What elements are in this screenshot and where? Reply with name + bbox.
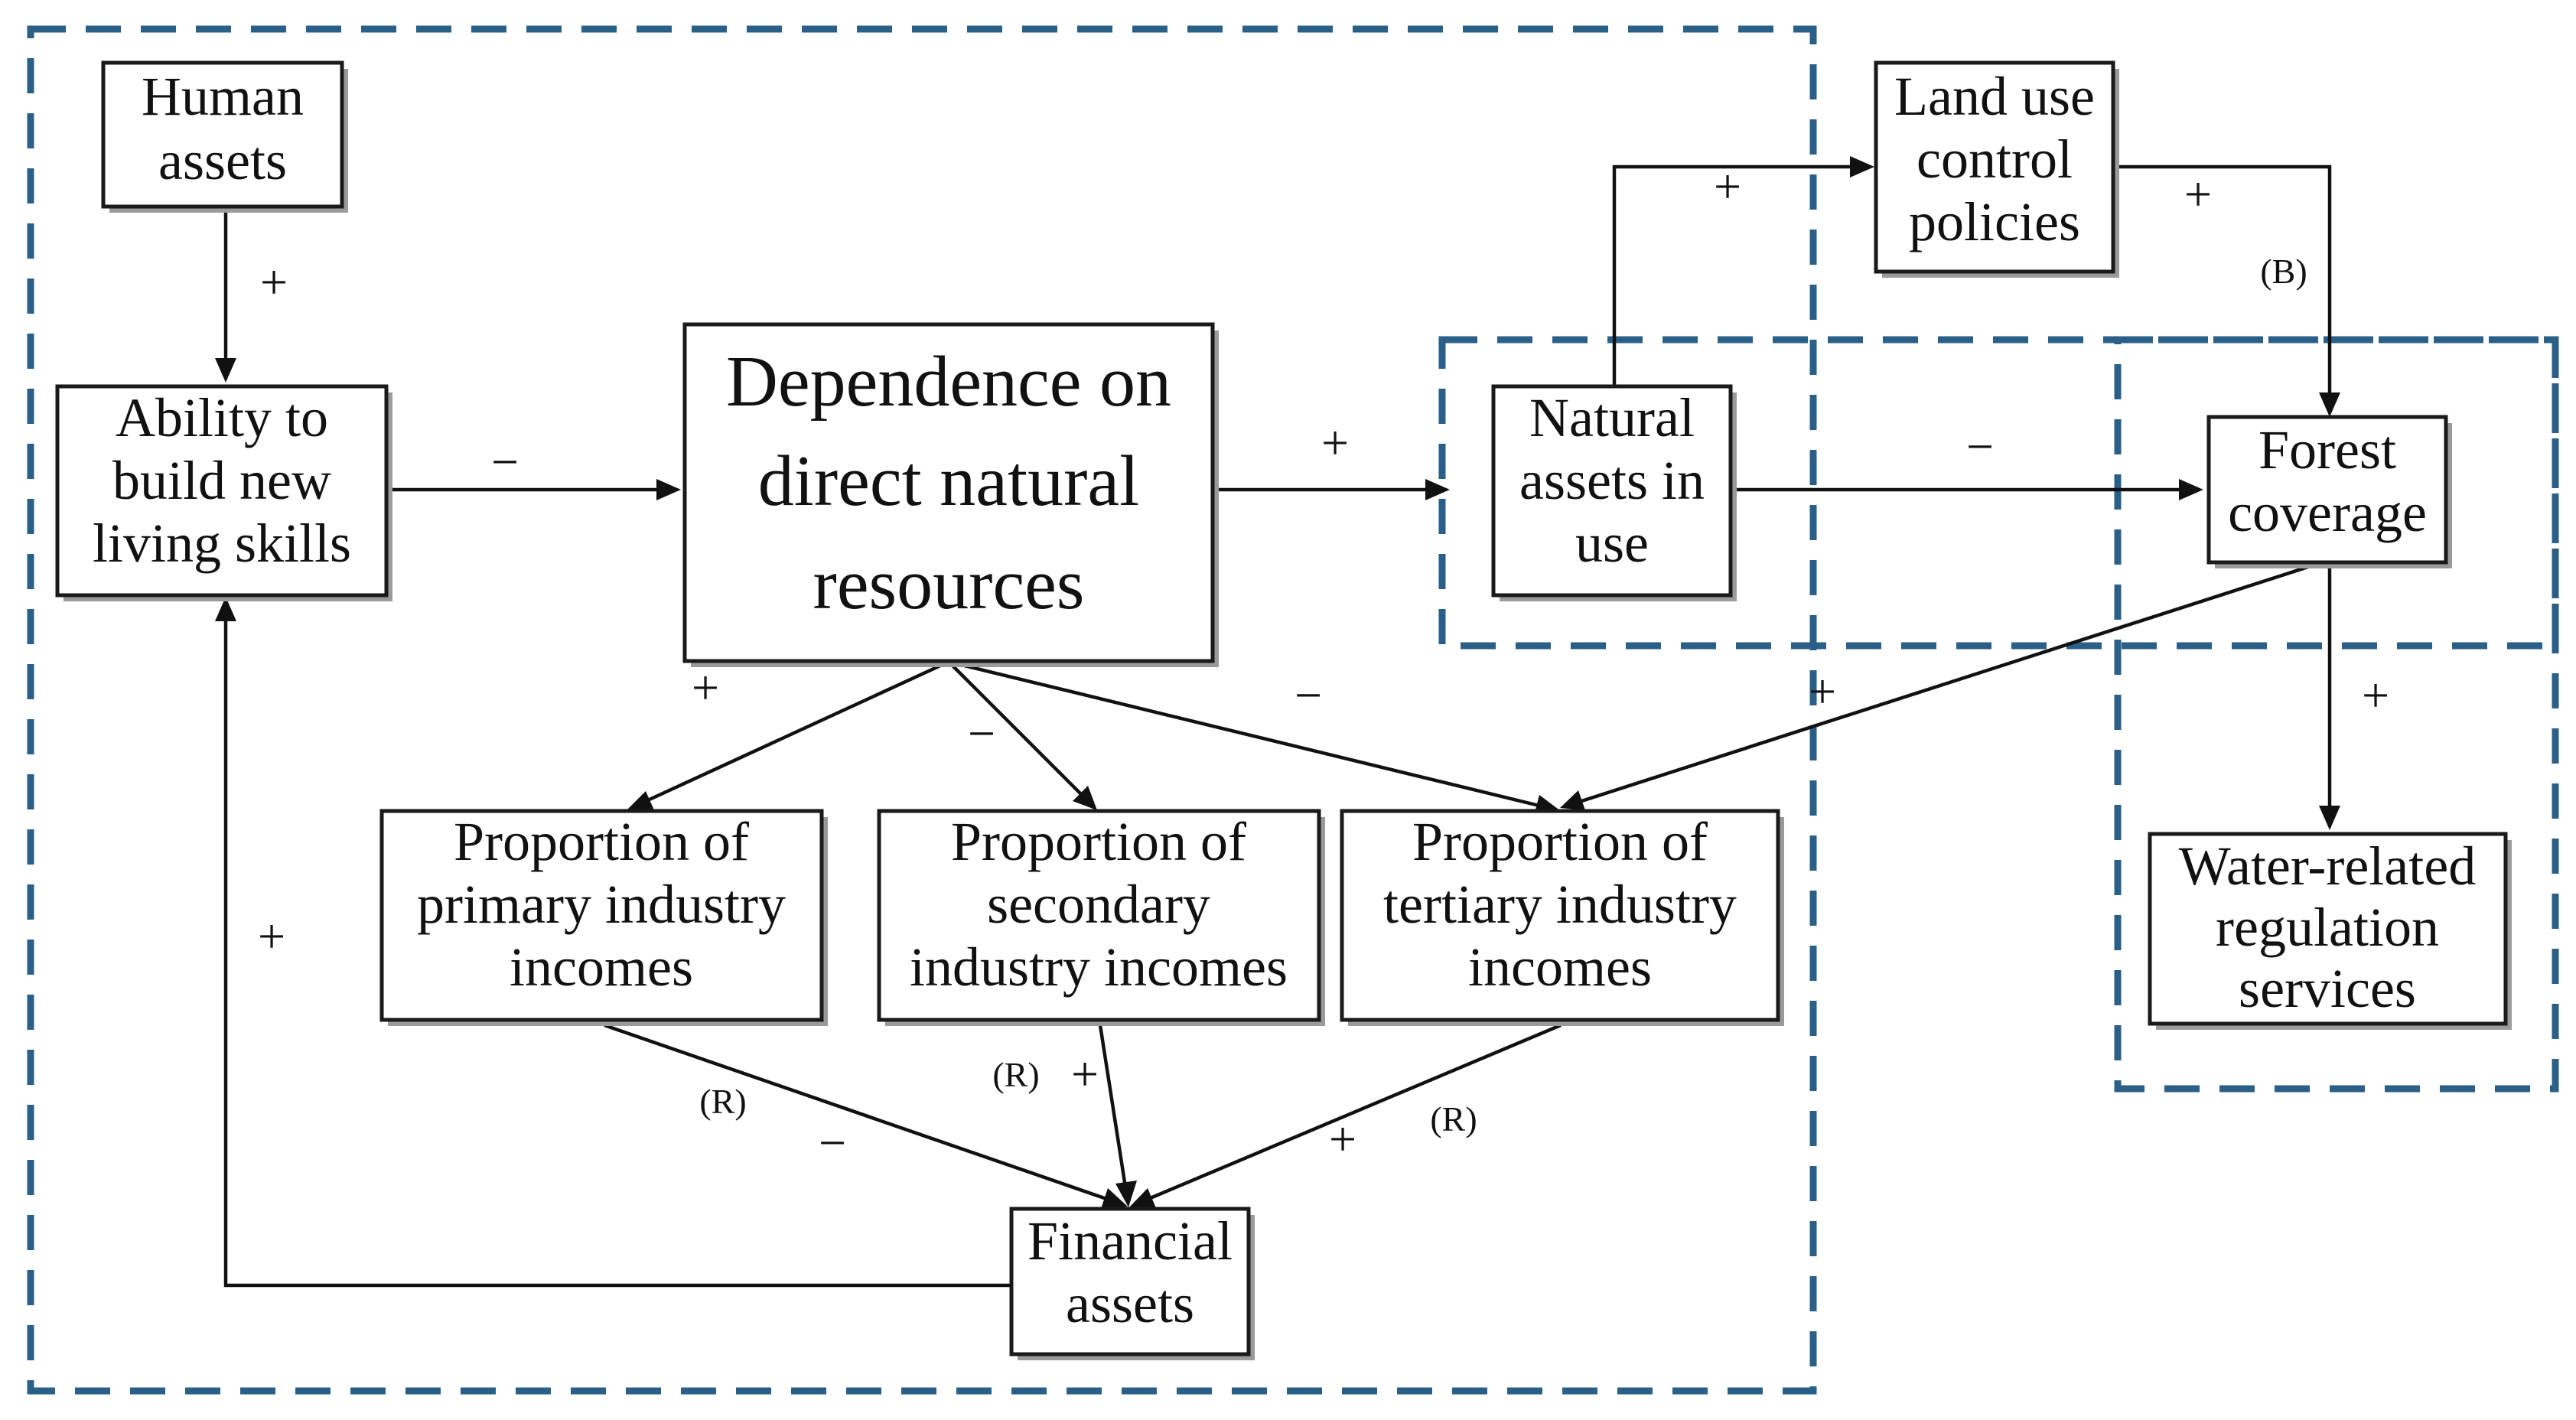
arrow-primary-to-financial xyxy=(604,1023,1114,1203)
sign-forest-to-tertiary: + xyxy=(1809,664,1836,718)
loop-markers: (B) (R) (R) (R) xyxy=(699,252,2307,1138)
boundary-forest-services xyxy=(2114,336,2559,1093)
arrow-dependence-to-secondary xyxy=(947,660,1088,801)
sign-natural-to-forest: − xyxy=(1966,419,1994,474)
sign-ability-to-dependence: − xyxy=(491,435,519,489)
loop-reinforcing-secondary-label: (R) xyxy=(992,1055,1039,1094)
arrow-dependence-to-primary xyxy=(640,660,949,806)
sign-human-to-ability: + xyxy=(260,255,288,309)
boundary-regions xyxy=(27,25,2559,1395)
connectors xyxy=(215,156,2340,1288)
sign-tertiary-to-financial: + xyxy=(1329,1112,1356,1166)
arrow-tertiary-to-financial xyxy=(1142,1023,1562,1203)
boundary-natural-assets xyxy=(1438,336,2559,650)
arrow-secondary-to-financial xyxy=(1098,1024,1128,1193)
sign-natural-to-land: + xyxy=(1714,159,1741,213)
sign-dependence-to-natural: + xyxy=(1321,415,1349,470)
sign-dependence-to-tertiary: − xyxy=(1295,668,1322,722)
sign-dependence-to-primary: + xyxy=(692,660,719,715)
polarity-signs: + − + + + − + + + − − − + + + xyxy=(258,159,2389,1170)
loop-reinforcing-primary-label: (R) xyxy=(699,1082,746,1121)
arrow-natural-to-land xyxy=(1612,164,1859,386)
boundary-livelihood xyxy=(27,25,1817,1395)
arrow-forest-to-tertiary xyxy=(1574,564,2311,806)
arrow-land-to-forest xyxy=(2102,164,2332,402)
loop-reinforcing-tertiary-label: (R) xyxy=(1430,1099,1477,1138)
arrow-financial-to-ability xyxy=(223,612,1011,1288)
arrow-dependence-to-tertiary xyxy=(948,660,1546,809)
sign-forest-to-water: + xyxy=(2362,668,2389,722)
sign-dependence-to-secondary: − xyxy=(968,706,995,760)
sign-land-to-forest: + xyxy=(2184,167,2212,221)
sign-financial-to-ability: + xyxy=(258,909,285,963)
loop-balancing-label: (B) xyxy=(2260,252,2307,291)
sign-secondary-to-financial: + xyxy=(1071,1047,1099,1101)
sign-primary-to-financial: − xyxy=(819,1115,846,1170)
